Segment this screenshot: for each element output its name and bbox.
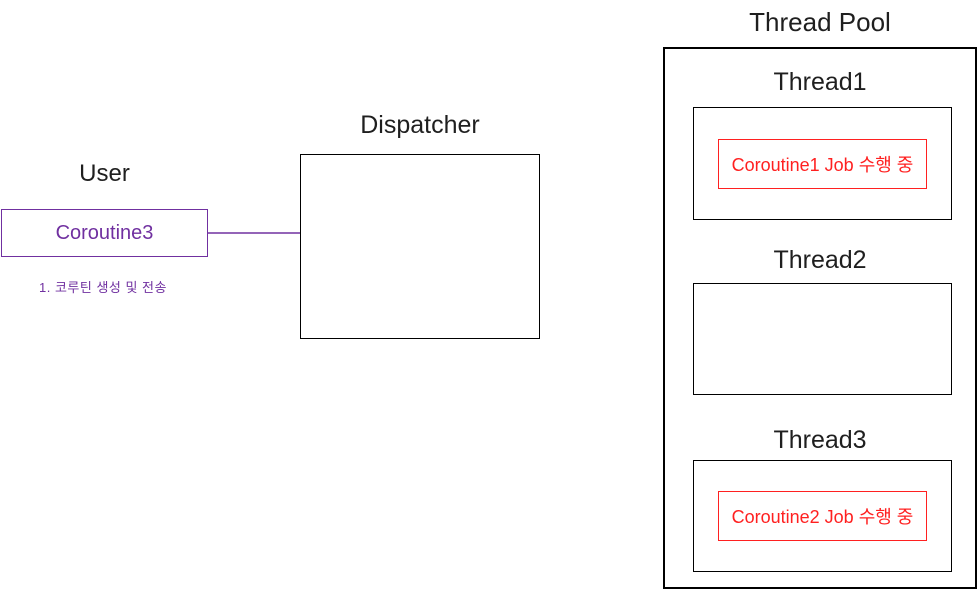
coroutine3-box: Coroutine3: [1, 209, 208, 257]
thread-pool-title: Thread Pool: [749, 7, 891, 37]
thread1-box: Coroutine1 Job 수행 중: [693, 107, 952, 220]
coroutine2-job-label: Coroutine2 Job 수행 중: [731, 507, 914, 527]
user-section-title: User: [79, 160, 130, 187]
thread2-box: [693, 283, 952, 395]
coroutine3-label: Coroutine3: [55, 221, 154, 244]
step1-annotation: 1. 코루틴 생성 및 전송: [39, 280, 167, 295]
thread3-box: Coroutine2 Job 수행 중: [693, 460, 952, 572]
dispatcher-title: Dispatcher: [360, 111, 480, 139]
coroutine2-job-box: Coroutine2 Job 수행 중: [718, 491, 927, 541]
coroutine1-job-label: Coroutine1 Job 수행 중: [731, 154, 914, 175]
thread2-title: Thread2: [773, 246, 867, 274]
thread-pool-container: Thread1 Coroutine1 Job 수행 중 Thread2 Thre…: [663, 47, 977, 589]
thread1-title: Thread1: [773, 68, 867, 96]
thread3-title: Thread3: [773, 426, 867, 454]
dispatcher-box: [300, 154, 540, 339]
coroutine1-job-box: Coroutine1 Job 수행 중: [718, 138, 927, 189]
